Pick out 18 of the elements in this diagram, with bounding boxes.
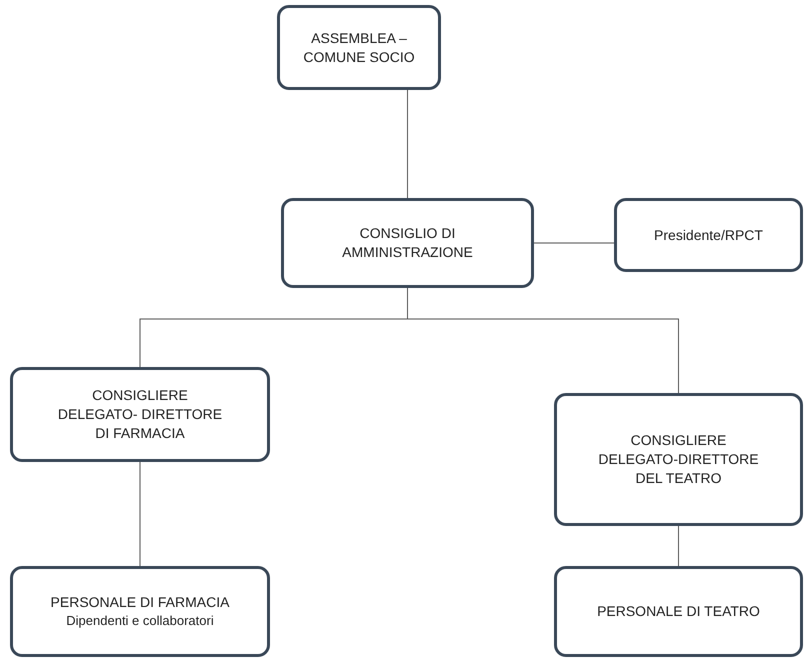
- connector-line: [678, 526, 679, 566]
- box-title: PERSONALE DI FARMACIA: [50, 593, 230, 612]
- org-box: [614, 198, 803, 272]
- org-box: [10, 566, 270, 657]
- org-box: [277, 5, 441, 90]
- connector-line: [534, 242, 614, 244]
- box-subtitle: Dipendenti e collaboratori: [66, 612, 214, 630]
- box-title: ASSEMBLEA – COMUNE SOCIO: [302, 28, 416, 66]
- org-box: [10, 367, 270, 462]
- org-box: [281, 198, 534, 288]
- org-box: [554, 566, 803, 657]
- box-title: CONSIGLIERE DELEGATO-DIRETTORE DEL TEATRO: [597, 431, 760, 488]
- org-box: [554, 393, 803, 526]
- box-title: PERSONALE DI TEATRO: [597, 602, 760, 621]
- box-title: Presidente/RPCT: [654, 226, 763, 244]
- box-title: CONSIGLIERE DELEGATO- DIRETTORE DI FARMACIA: [56, 386, 224, 443]
- box-title: CONSIGLIO DI AMMINISTRAZIONE: [341, 224, 474, 262]
- connector-line: [407, 90, 408, 198]
